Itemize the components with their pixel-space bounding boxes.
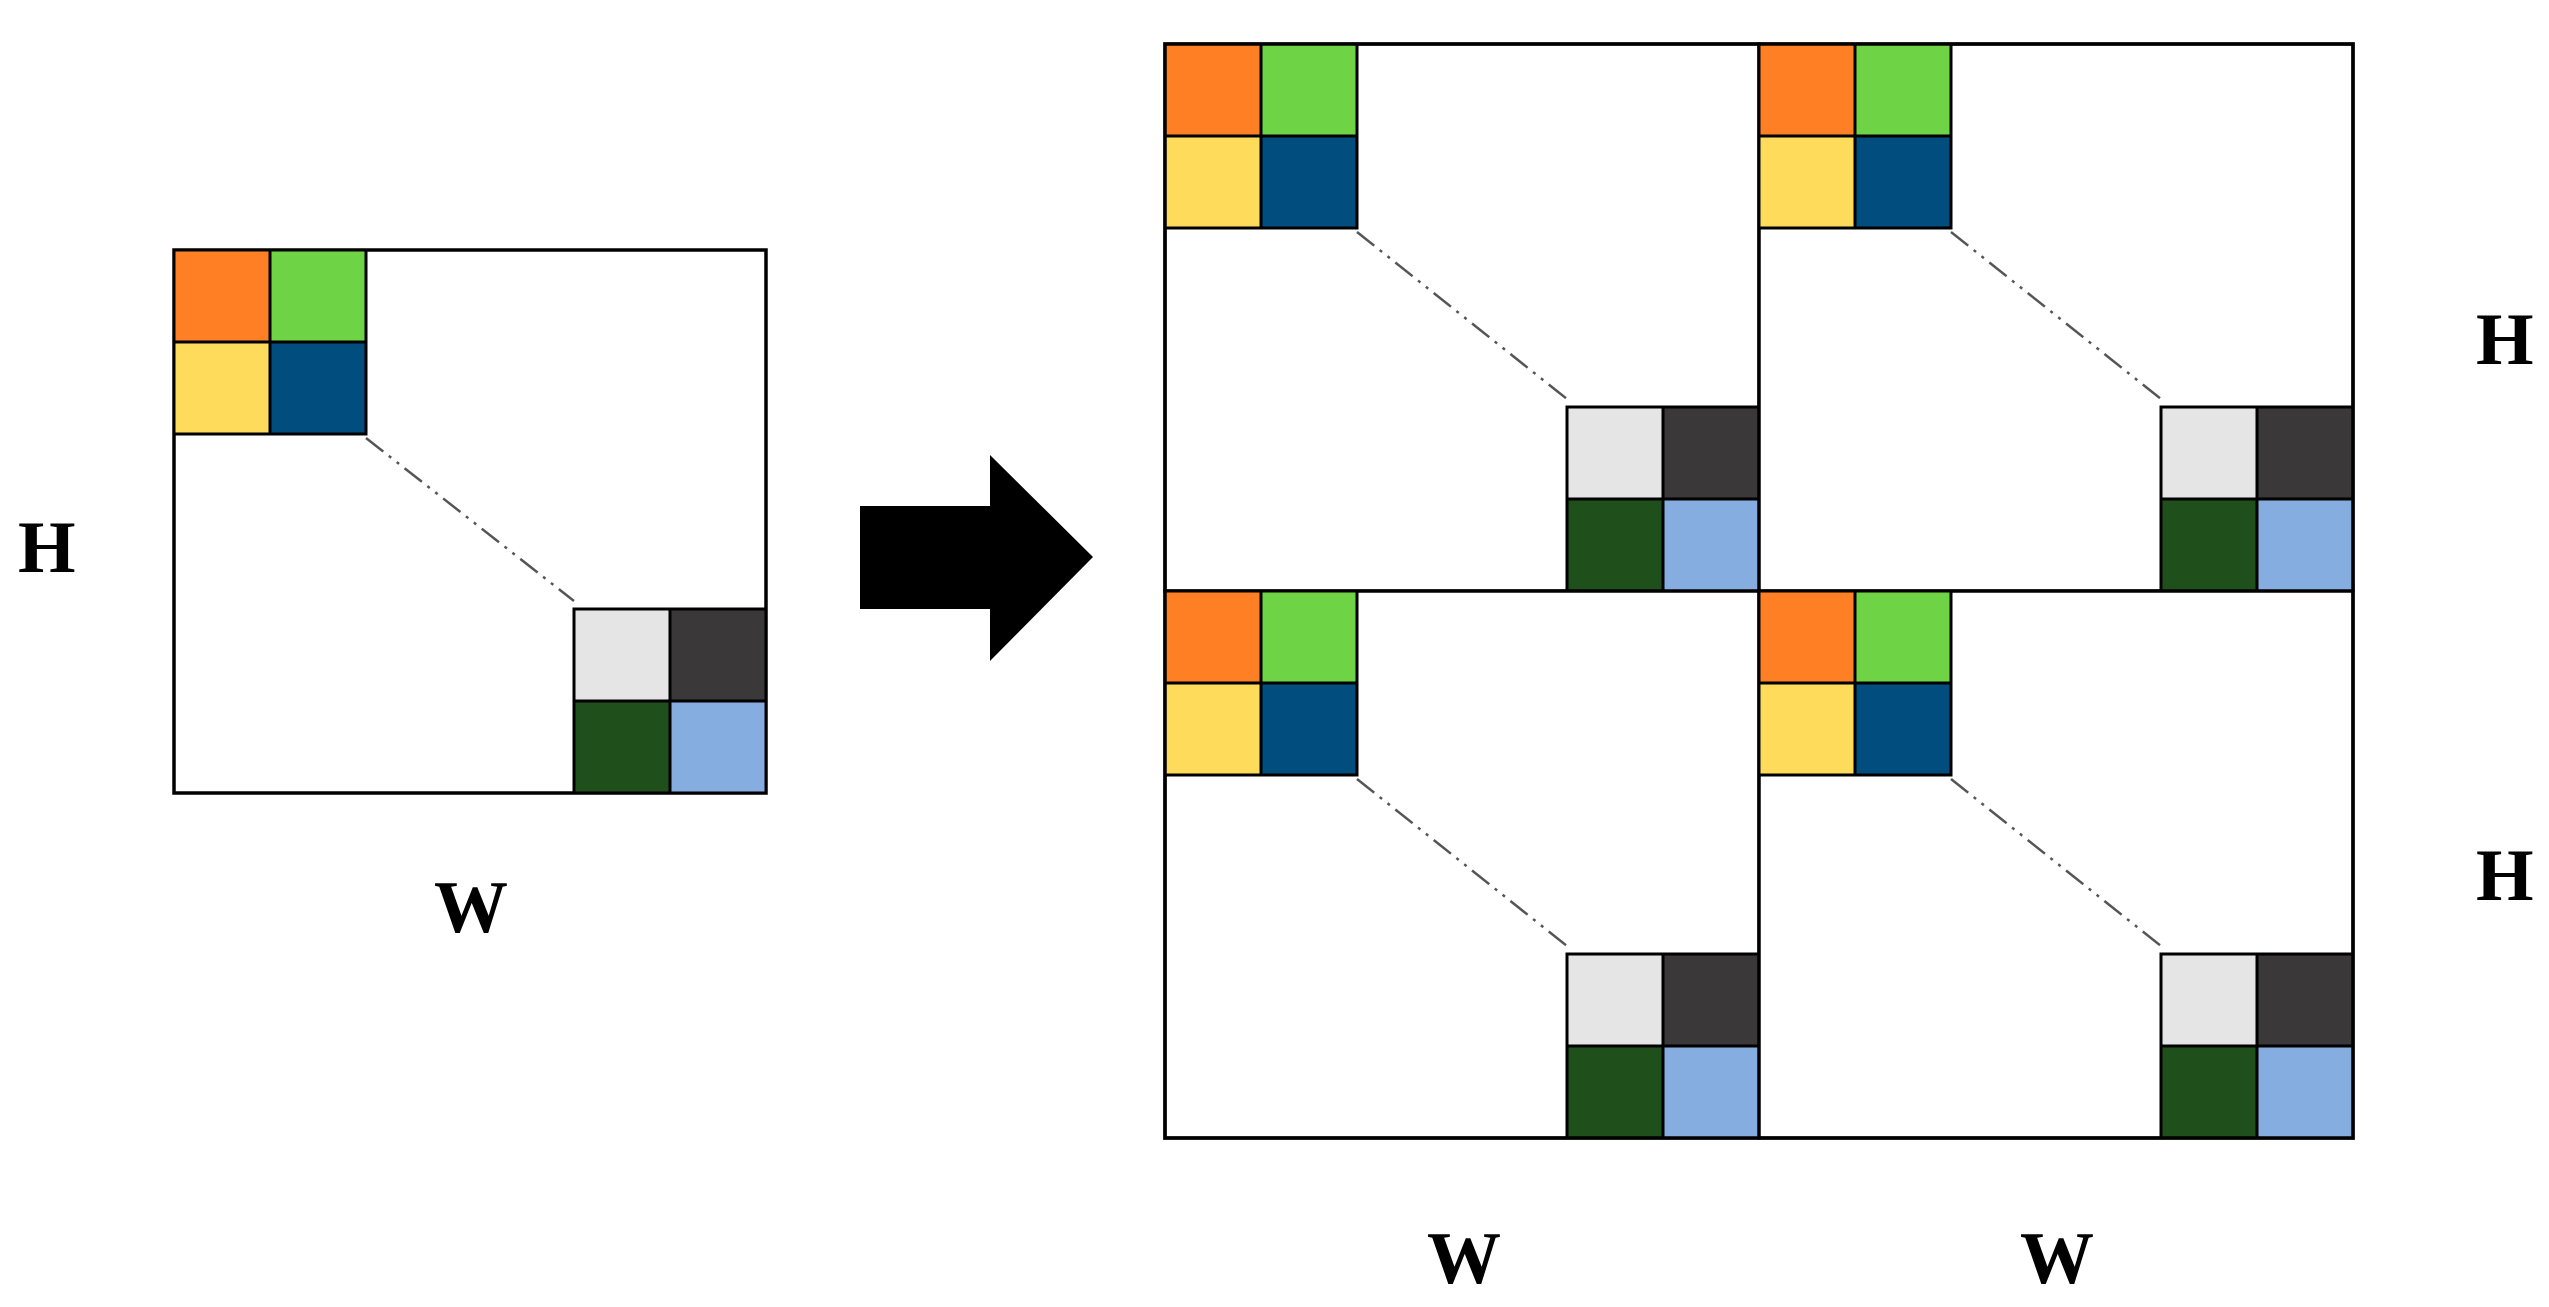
- output-tile-top-left-tl-cell-green: [1259, 42, 1359, 138]
- output-tile-top-right-tl-cell-orange: [1757, 42, 1857, 138]
- output-tile-bottom-right-tl-cell-orange: [1757, 589, 1857, 685]
- input-tile-tl-cell-orange: [172, 248, 272, 344]
- output-tile-top-right-tl-cell-navy: [1853, 134, 1953, 230]
- output-tile-bottom-left-tl-cell-green: [1259, 589, 1359, 685]
- output-tile-bottom-left-br-cell-dark-green: [1565, 1044, 1665, 1140]
- right-arrow-icon: [860, 455, 1093, 661]
- input-tile-br-cell-light-blue: [668, 699, 768, 795]
- input-width-label: W: [434, 867, 508, 949]
- output-tile-top-left-tl-cell-navy: [1259, 134, 1359, 230]
- output-tile-bottom-right-tl-cell-navy: [1853, 681, 1953, 777]
- output-tile-bottom-right: [1757, 589, 2355, 1140]
- output-tile-top-right-tl-cell-yellow: [1757, 134, 1857, 230]
- output-tile-top-right-br-cell-dark-green: [2159, 497, 2259, 593]
- input-tile-br-cell-dark-green: [572, 699, 672, 795]
- output-tile-top-left: [1163, 42, 1761, 593]
- output-tile-bottom-right-tl-cell-green: [1853, 589, 1953, 685]
- output-tile-bottom-left-br-cell-light-blue: [1661, 1044, 1761, 1140]
- output-tile-top-left-br-cell-light-blue: [1661, 497, 1761, 593]
- output-tile-bottom-right-br-cell-dark-green: [2159, 1044, 2259, 1140]
- input-tile-tl-cell-yellow: [172, 340, 272, 436]
- input-tile: [172, 248, 768, 795]
- output-tile-top-right-br-cell-dark-gray: [2255, 405, 2355, 501]
- output-tile-bottom-left-tl-cell-navy: [1259, 681, 1359, 777]
- output-width-label-left: W: [1427, 1218, 1501, 1300]
- output-tile-top-left-tl-cell-yellow: [1163, 134, 1263, 230]
- input-tile-br-cell-light-gray: [572, 607, 672, 703]
- input-tile-tl-cell-green: [268, 248, 368, 344]
- output-tile-bottom-right-br-cell-dark-gray: [2255, 952, 2355, 1048]
- input-height-label: H: [18, 507, 76, 589]
- output-tile-bottom-left: [1163, 589, 1761, 1140]
- output-tile-top-left-tl-cell-orange: [1163, 42, 1263, 138]
- output-matrix-border: [1163, 42, 2355, 1140]
- output-height-label-top: H: [2476, 299, 2534, 381]
- output-tile-top-right: [1757, 42, 2355, 593]
- output-tile-top-right-tl-cell-green: [1853, 42, 1953, 138]
- input-tile-br-cell-dark-gray: [668, 607, 768, 703]
- output-tile-top-left-br-cell-dark-gray: [1661, 405, 1761, 501]
- output-tile-top-left-br-cell-dark-green: [1565, 497, 1665, 593]
- output-tile-top-right-br-cell-light-blue: [2255, 497, 2355, 593]
- output-tile-top-right-br-cell-light-gray: [2159, 405, 2259, 501]
- output-tile-bottom-right-br-cell-light-gray: [2159, 952, 2259, 1048]
- output-tile-bottom-left-br-cell-dark-gray: [1661, 952, 1761, 1048]
- output-matrix: [1163, 42, 2355, 1140]
- output-tile-top-left-br-cell-light-gray: [1565, 405, 1665, 501]
- input-tile-tl-cell-navy: [268, 340, 368, 436]
- output-tile-bottom-right-br-cell-light-blue: [2255, 1044, 2355, 1140]
- output-tile-bottom-right-tl-cell-yellow: [1757, 681, 1857, 777]
- output-height-label-bottom: H: [2476, 835, 2534, 917]
- output-tile-bottom-left-tl-cell-yellow: [1163, 681, 1263, 777]
- output-tile-bottom-left-tl-cell-orange: [1163, 589, 1263, 685]
- output-width-label-right: W: [2020, 1218, 2094, 1300]
- input-matrix: [172, 248, 768, 795]
- output-tile-bottom-left-br-cell-light-gray: [1565, 952, 1665, 1048]
